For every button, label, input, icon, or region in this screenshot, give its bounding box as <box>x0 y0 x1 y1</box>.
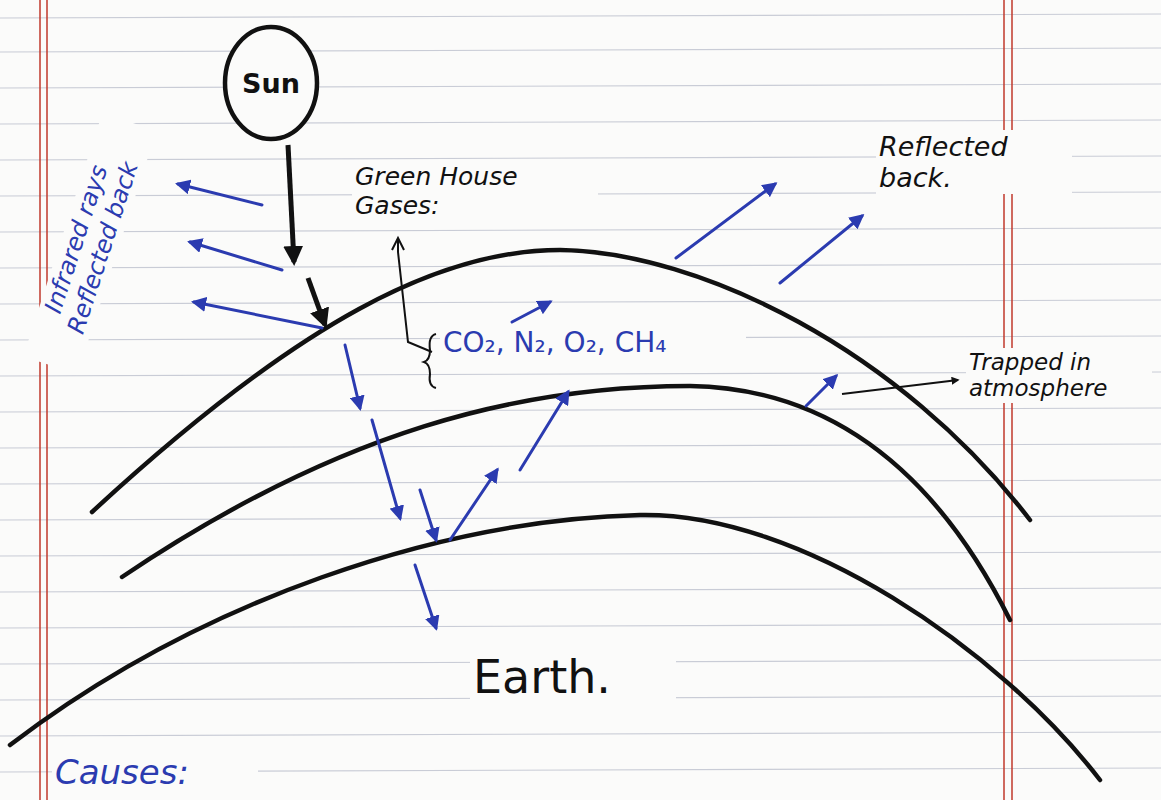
node-text: Sun <box>242 68 300 99</box>
curly-bracket <box>424 334 436 388</box>
leader-lines <box>392 238 958 394</box>
circle-outline <box>225 27 317 139</box>
gases-heading: Green House Gases: <box>352 162 598 222</box>
notebook-lines <box>0 14 1161 772</box>
earth-label: Earth. <box>470 650 676 705</box>
sunlight-arrow <box>288 145 325 325</box>
sun-circle: Sun <box>222 24 320 142</box>
trapped-leader <box>842 380 958 394</box>
reflected-note: Reflected back. <box>876 130 1072 194</box>
leader-arrowhead <box>392 238 404 250</box>
infrared-note: Infrared rays Reflected back <box>23 113 156 374</box>
inner-atmosphere-arc <box>122 386 1010 620</box>
gases-bracket-leader <box>398 238 432 352</box>
causes-heading: Causes: <box>52 752 258 793</box>
outer-atmosphere-arc <box>92 250 1030 520</box>
earth-surface-arc <box>10 515 1100 780</box>
margin-lines <box>40 0 1012 800</box>
gas-list: CO₂, N₂, O₂, CH₄ <box>440 326 746 360</box>
atmosphere-arcs <box>10 250 1100 780</box>
trapped-note: Trapped in atmosphere <box>966 348 1152 403</box>
ray-arrows <box>178 184 862 628</box>
